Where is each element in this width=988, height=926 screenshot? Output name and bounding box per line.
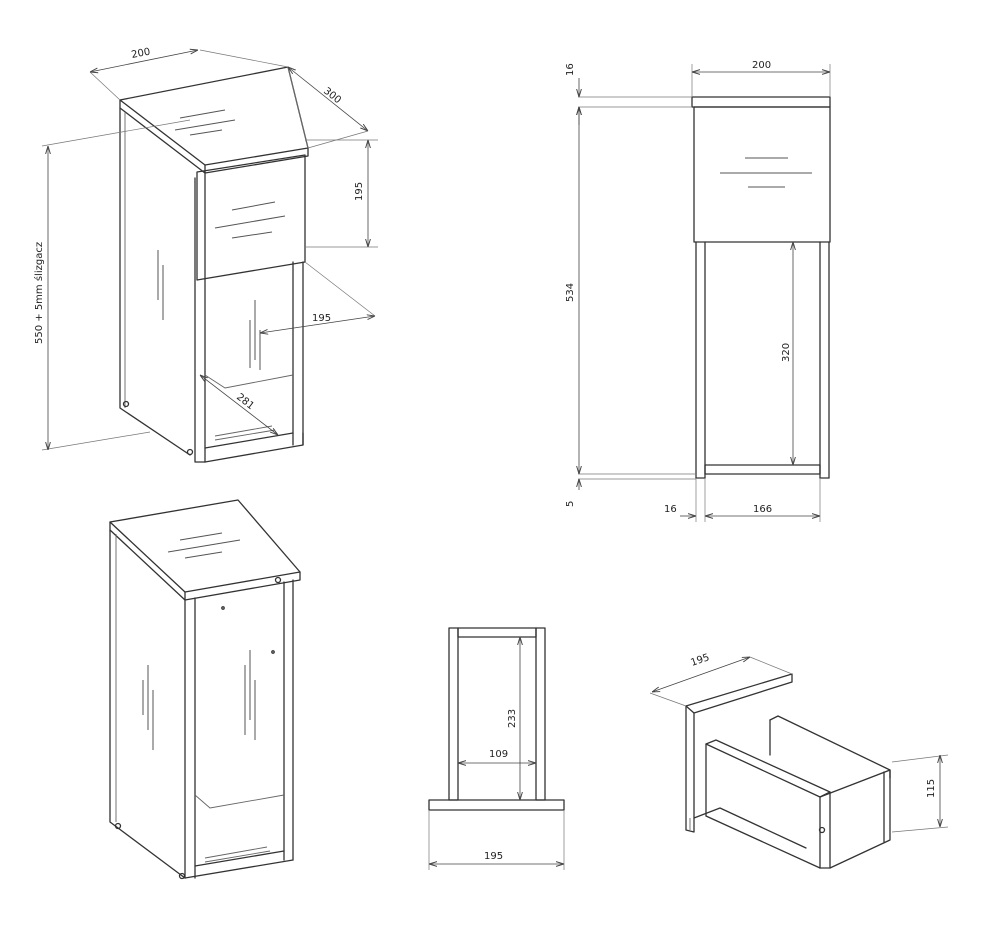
dim-iso-depth: 300 (321, 86, 343, 106)
dim-iso-total-height: 550 + 5mm ślizgacz (33, 242, 45, 344)
dim-front-width: 200 (752, 60, 771, 71)
dim-front-inner-width: 166 (753, 504, 772, 515)
front-view: 200 16 534 320 5 16 166 (565, 60, 831, 522)
dim-front-top-thickness: 16 (565, 63, 576, 76)
dim-drawer-inner-width: 109 (489, 749, 508, 760)
drawer-front-view: 233 109 195 (428, 627, 565, 870)
iso-cabinet-with-drawer: 200 300 195 195 281 550 + 5mm ślizgacz (33, 47, 378, 463)
dim-drawer-iso-depth: 195 (689, 652, 711, 669)
dim-front-side-thickness: 16 (664, 504, 677, 515)
dim-iso-drawer-height: 195 (354, 182, 365, 201)
iso-cabinet-carcass (109, 499, 301, 880)
dim-front-opening-height: 320 (781, 343, 792, 362)
dim-iso-inner-depth: 281 (234, 392, 256, 412)
dim-iso-drawer-depth: 195 (312, 313, 331, 324)
dim-iso-width: 200 (130, 47, 151, 61)
dim-front-base-gap: 5 (565, 501, 576, 507)
dim-front-body-height: 534 (565, 283, 576, 302)
dim-drawer-height: 233 (507, 709, 518, 728)
dim-drawer-width: 195 (484, 851, 503, 862)
dim-drawer-iso-height: 115 (926, 779, 937, 798)
drawer-iso-view: 195 115 (649, 652, 949, 869)
